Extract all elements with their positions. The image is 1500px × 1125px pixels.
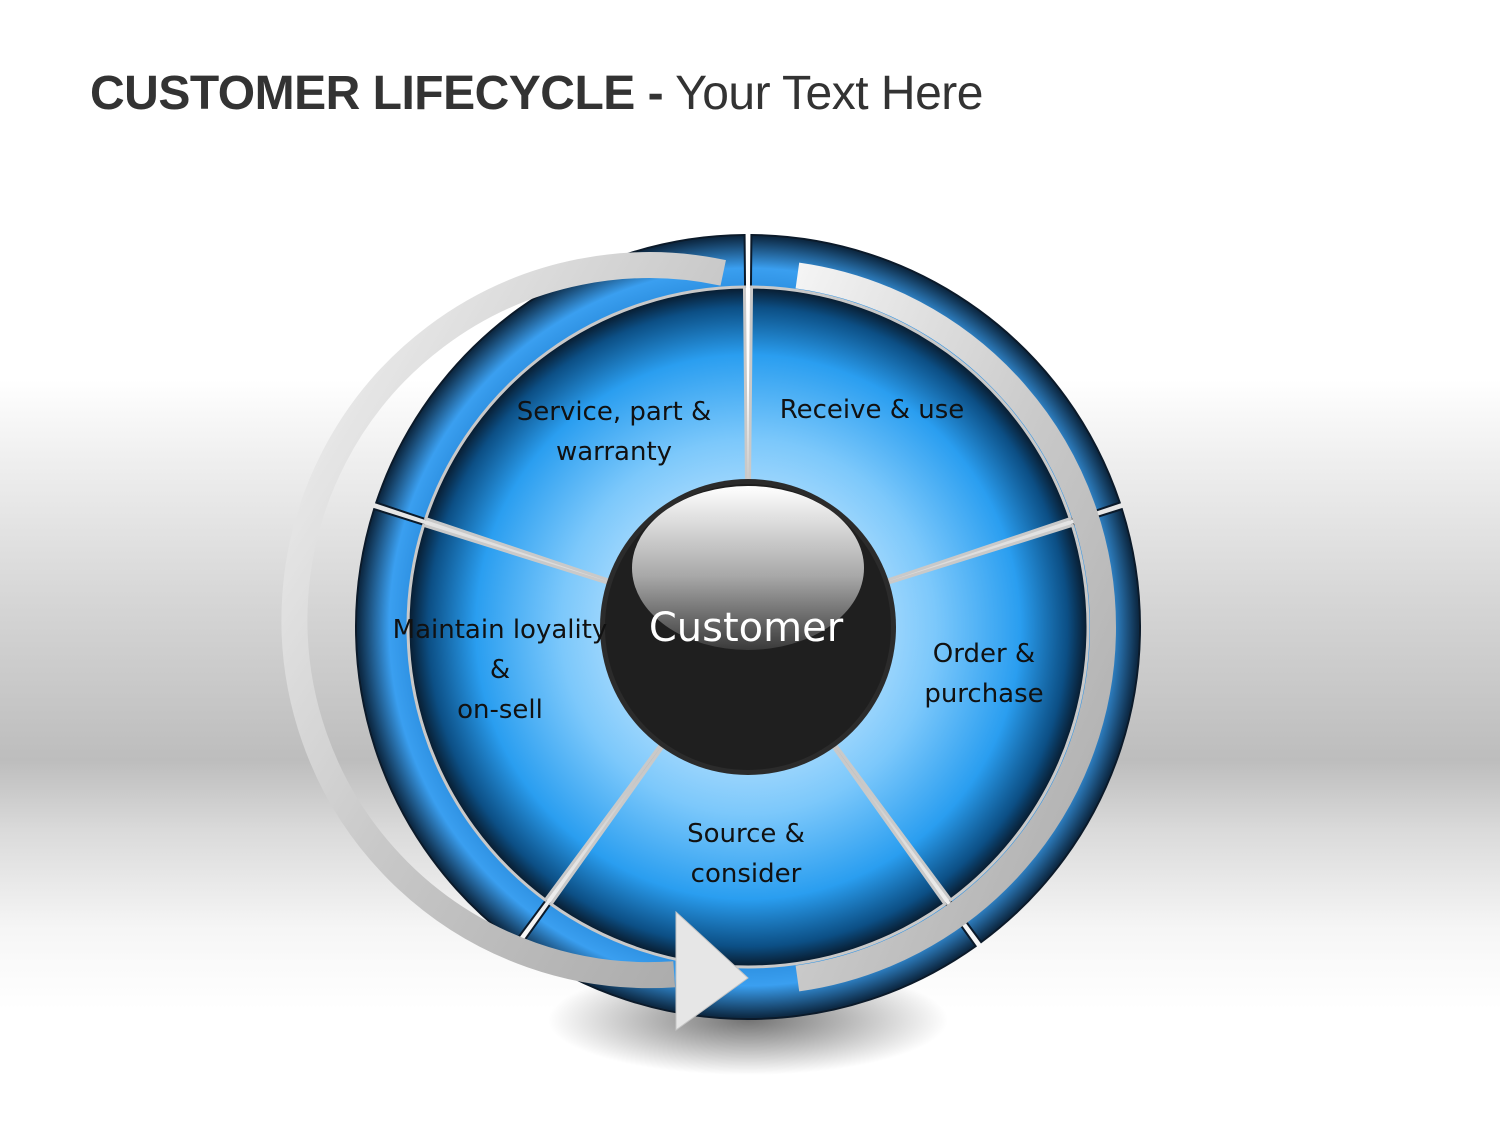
cycle-arrow-head xyxy=(675,910,749,1031)
cycle-arrow xyxy=(281,252,1116,1031)
center-hub-gloss xyxy=(632,486,864,650)
title-subtitle-part: Your Text Here xyxy=(663,67,983,120)
segment-label-line: Maintain loyality xyxy=(393,615,608,645)
segment-label-line: Order & xyxy=(933,639,1035,669)
center-label: Customer xyxy=(649,605,844,651)
cycle-arrow-arc xyxy=(281,252,726,989)
segment-label-line: on-sell xyxy=(457,695,543,725)
segment-label: Service, part & warranty xyxy=(517,397,711,467)
segment-label-line: Receive & use xyxy=(780,395,965,425)
center-hub: Customer xyxy=(600,479,896,775)
segment-label-line: purchase xyxy=(924,679,1043,709)
segment-label: Receive & use xyxy=(780,395,965,425)
cycle-arrow-arc-right xyxy=(795,262,1116,992)
segment-label: Source & consider xyxy=(687,819,805,889)
segment-label-line: consider xyxy=(691,859,802,889)
segment-label-line: & xyxy=(490,655,510,685)
title-bold-part: CUSTOMER LIFECYCLE - xyxy=(90,67,664,120)
segment-label-line: warranty xyxy=(556,437,672,467)
segment-label: Maintain loyality & on-sell xyxy=(393,615,608,725)
page-title: CUSTOMER LIFECYCLE - Your Text Here xyxy=(90,62,983,126)
segment-label-line: Service, part & xyxy=(517,397,711,427)
segment-label-line: Source & xyxy=(687,819,805,849)
segment-label: Order & purchase xyxy=(924,639,1043,709)
